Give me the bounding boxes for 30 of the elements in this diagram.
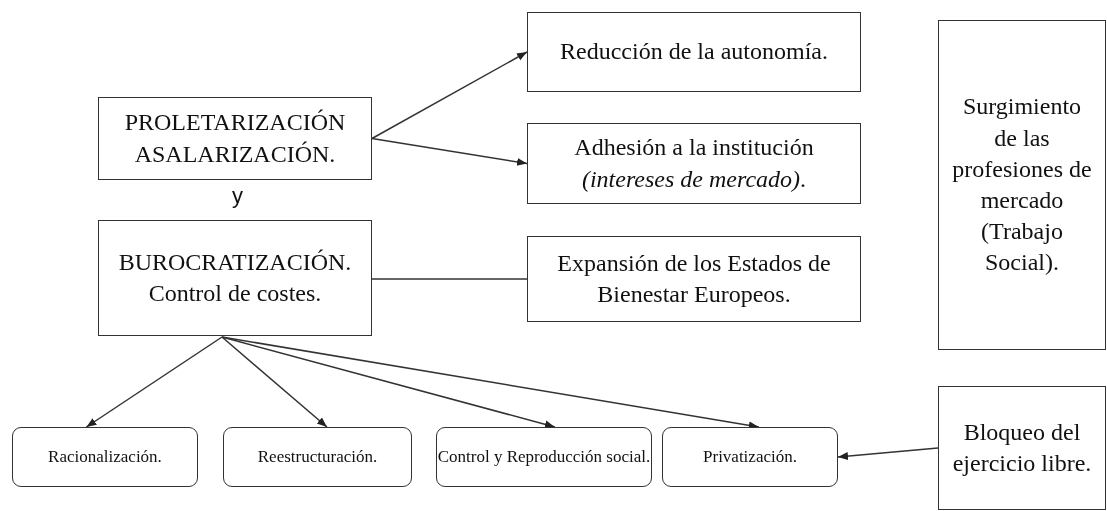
text-box [98, 97, 372, 180]
box-text: Surgimiento de las profesiones de mercado (Trabajo Social). [951, 92, 1093, 278]
rounded-box [12, 427, 198, 487]
arrow [371, 51, 528, 140]
text-box [527, 236, 861, 322]
box-text: Bloqueo del ejercicio libre. [951, 417, 1093, 478]
box-text: Reestructuración. [257, 446, 378, 468]
box-text: PROLETARIZACIÓN ASALARIZACIÓN. [123, 108, 347, 169]
connector-line [371, 278, 528, 280]
connector-word: y [232, 183, 243, 209]
arrow [85, 336, 223, 428]
box-text: Expansión de los Estados de Bienestar Europeos. [556, 248, 832, 309]
text-box [98, 220, 372, 336]
box-text: Control de costes. [148, 279, 322, 308]
box-text: Reducción de la autonomía. [560, 37, 828, 67]
arrow [221, 336, 328, 428]
box-text: Adhesión a la institución (intereses de mercado). [573, 133, 815, 194]
box-text: Racionalización. [48, 446, 162, 468]
box-text: BUROCRATIZACIÓN. [118, 247, 352, 277]
text-box [527, 12, 861, 92]
rounded-box [436, 427, 652, 487]
arrow [371, 137, 528, 166]
text-box [527, 123, 861, 204]
rounded-box [223, 427, 412, 487]
text-box [938, 20, 1106, 350]
arrow [837, 447, 939, 461]
box-text: Privatización. [703, 446, 797, 468]
text-box [938, 386, 1106, 510]
box-text: Control y Reproducción social. [437, 446, 651, 468]
rounded-box [662, 427, 838, 487]
